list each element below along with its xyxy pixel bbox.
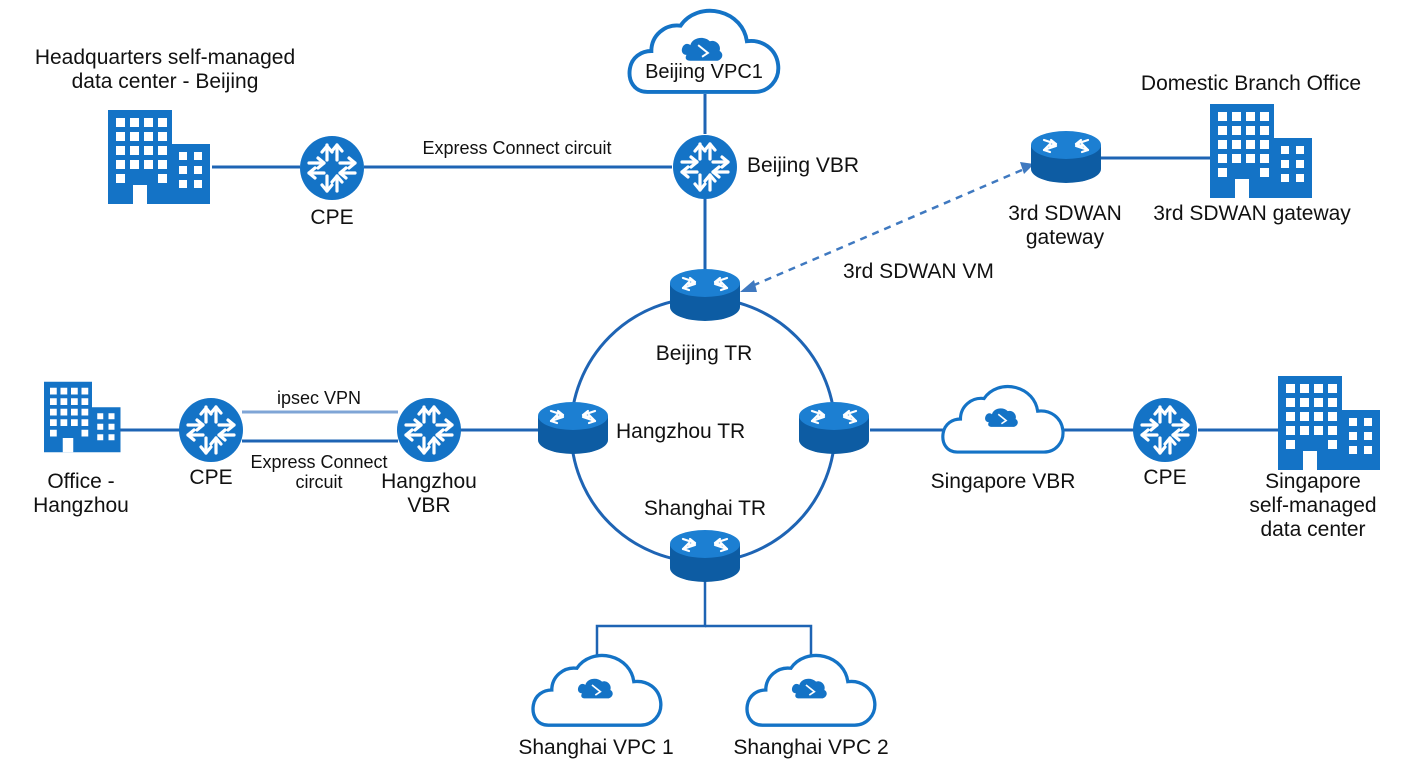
link-shanghai-vpc2 bbox=[705, 624, 813, 660]
label-singapore-dc-line3: data center bbox=[1260, 518, 1366, 541]
router-icon-hq-cpe bbox=[298, 134, 366, 202]
label-hangzhou-tr: Hangzhou TR bbox=[616, 420, 746, 443]
building-icon-domestic-branch bbox=[1210, 104, 1312, 198]
label-beijing-vpc1: Beijing VPC1 bbox=[645, 61, 763, 83]
label-hq-cpe: CPE bbox=[310, 206, 354, 229]
label-singapore-dc-line1: Singapore bbox=[1265, 470, 1361, 493]
arrowhead-sdwan-left bbox=[740, 280, 757, 292]
label-singapore-dc: Singapore self-managed data center bbox=[1249, 470, 1376, 542]
label-hq-dc-line1: Headquarters self-managed bbox=[34, 46, 296, 69]
label-beijing-vbr: Beijing VBR bbox=[747, 154, 860, 177]
sdwan-gateway-icon bbox=[1029, 129, 1103, 185]
router-icon-singapore-cpe bbox=[1131, 396, 1199, 464]
label-shanghai-vpc2: Shanghai VPC 2 bbox=[733, 736, 889, 759]
label-sdwan-vm: 3rd SDWAN VM bbox=[843, 260, 994, 283]
transit-router-icon-hangzhou bbox=[536, 400, 610, 456]
building-icon-hq-beijing bbox=[108, 110, 210, 204]
link-shanghai-vpcs bbox=[595, 575, 707, 660]
label-ipsec-vpn: ipsec VPN bbox=[276, 388, 362, 408]
label-hangzhou-vbr: Hangzhou VBR bbox=[381, 470, 477, 518]
label-hangzhou-cpe: CPE bbox=[189, 466, 233, 489]
label-sdwan-gateway-branch: 3rd SDWAN gateway bbox=[1153, 202, 1351, 225]
label-singapore-cpe: CPE bbox=[1143, 466, 1187, 489]
transit-router-icon-beijing bbox=[668, 267, 742, 323]
label-hangzhou-vbr-line1: Hangzhou bbox=[381, 470, 477, 493]
building-icon-singapore-dc bbox=[1278, 376, 1380, 470]
label-office-hangzhou: Office - Hangzhou bbox=[33, 470, 129, 518]
router-icon-hangzhou-cpe bbox=[177, 396, 245, 464]
label-shanghai-tr: Shanghai TR bbox=[643, 497, 767, 520]
label-express-connect-mid-line1: Express Connect bbox=[250, 452, 388, 472]
label-hq-dc: Headquarters self-managed data center - … bbox=[35, 46, 295, 94]
label-office-hangzhou-line1: Office - bbox=[47, 470, 115, 493]
cloud-icon-shanghai-vpc2 bbox=[745, 653, 877, 727]
cloud-icon-singapore-vbr bbox=[941, 384, 1065, 454]
label-hq-dc-line2: data center - Beijing bbox=[71, 70, 259, 93]
router-icon-hangzhou-vbr bbox=[395, 396, 463, 464]
label-beijing-tr: Beijing TR bbox=[655, 342, 753, 365]
label-office-hangzhou-line2: Hangzhou bbox=[33, 494, 129, 517]
label-express-connect-mid-line2: circuit bbox=[295, 472, 343, 492]
transit-router-icon-right bbox=[797, 400, 871, 456]
label-domestic-branch: Domestic Branch Office bbox=[1140, 72, 1362, 95]
label-sdwan-gateway-device-line2: gateway bbox=[1025, 226, 1105, 249]
building-icon-office-hangzhou bbox=[44, 381, 121, 453]
link-sdwan-vm-dashed bbox=[751, 168, 1023, 288]
label-express-connect-mid: Express Connect circuit bbox=[250, 452, 387, 492]
arrowhead-sdwan-right bbox=[1020, 162, 1034, 174]
label-hangzhou-vbr-line2: VBR bbox=[407, 494, 451, 517]
label-singapore-vbr: Singapore VBR bbox=[930, 470, 1076, 493]
label-shanghai-vpc1: Shanghai VPC 1 bbox=[518, 736, 674, 759]
label-singapore-dc-line2: self-managed bbox=[1249, 494, 1377, 517]
cloud-icon-shanghai-vpc1 bbox=[531, 653, 663, 727]
transit-router-icon-shanghai bbox=[668, 528, 742, 584]
label-sdwan-gateway-device-line1: 3rd SDWAN bbox=[1008, 202, 1122, 225]
label-express-connect-top: Express Connect circuit bbox=[422, 138, 612, 158]
label-sdwan-gateway-device: 3rd SDWAN gateway bbox=[1008, 202, 1122, 250]
router-icon-beijing-vbr bbox=[671, 133, 739, 201]
